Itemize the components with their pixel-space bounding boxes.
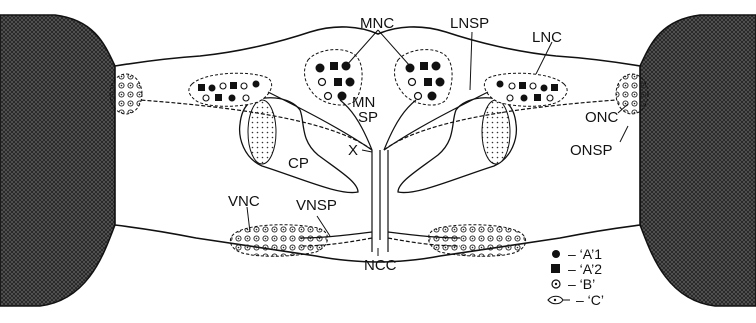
- onc-cluster-right: [616, 74, 648, 114]
- ganglion-outline: [115, 27, 640, 262]
- label-lnc: LNC: [532, 29, 562, 46]
- left-connective: [0, 15, 115, 306]
- label-mnsp-2: SP: [358, 109, 378, 126]
- label-onc: ONC: [585, 109, 619, 126]
- right-stippled-region: [482, 100, 510, 164]
- legend-filled-square-icon: [551, 264, 560, 273]
- label-x: X: [348, 142, 358, 159]
- right-connective: [640, 15, 756, 306]
- legend-label-c: – ‘C’: [576, 292, 604, 308]
- label-lnsp: LNSP: [450, 15, 489, 32]
- lnc-cluster-right: [484, 73, 567, 106]
- vnc-cluster-right: [428, 225, 525, 257]
- legend-label-b: – ‘B’: [568, 276, 595, 292]
- outer-cluster-left: [110, 74, 142, 114]
- legend-label-a2: – ‘A’2: [568, 261, 602, 277]
- label-mnc: MNC: [360, 15, 394, 32]
- label-cp: CP: [288, 155, 309, 172]
- label-vnsp: VNSP: [296, 197, 337, 214]
- label-ncc: NCC: [364, 257, 397, 274]
- lateral-cluster-left: [189, 73, 272, 106]
- legend: – ‘A’1 – ‘A’2 – ‘B’ – ‘C’: [548, 246, 604, 308]
- legend-label-a1: – ‘A’1: [568, 246, 602, 262]
- legend-filled-circle-icon: [552, 250, 560, 258]
- label-onsp: ONSP: [570, 142, 613, 159]
- label-vnc: VNC: [228, 193, 260, 210]
- left-stippled-region: [248, 100, 276, 164]
- legend-teardrop-icon: [548, 296, 570, 304]
- vnc-cluster-left: [230, 225, 327, 257]
- legend-ringed-dot-icon: [552, 280, 560, 288]
